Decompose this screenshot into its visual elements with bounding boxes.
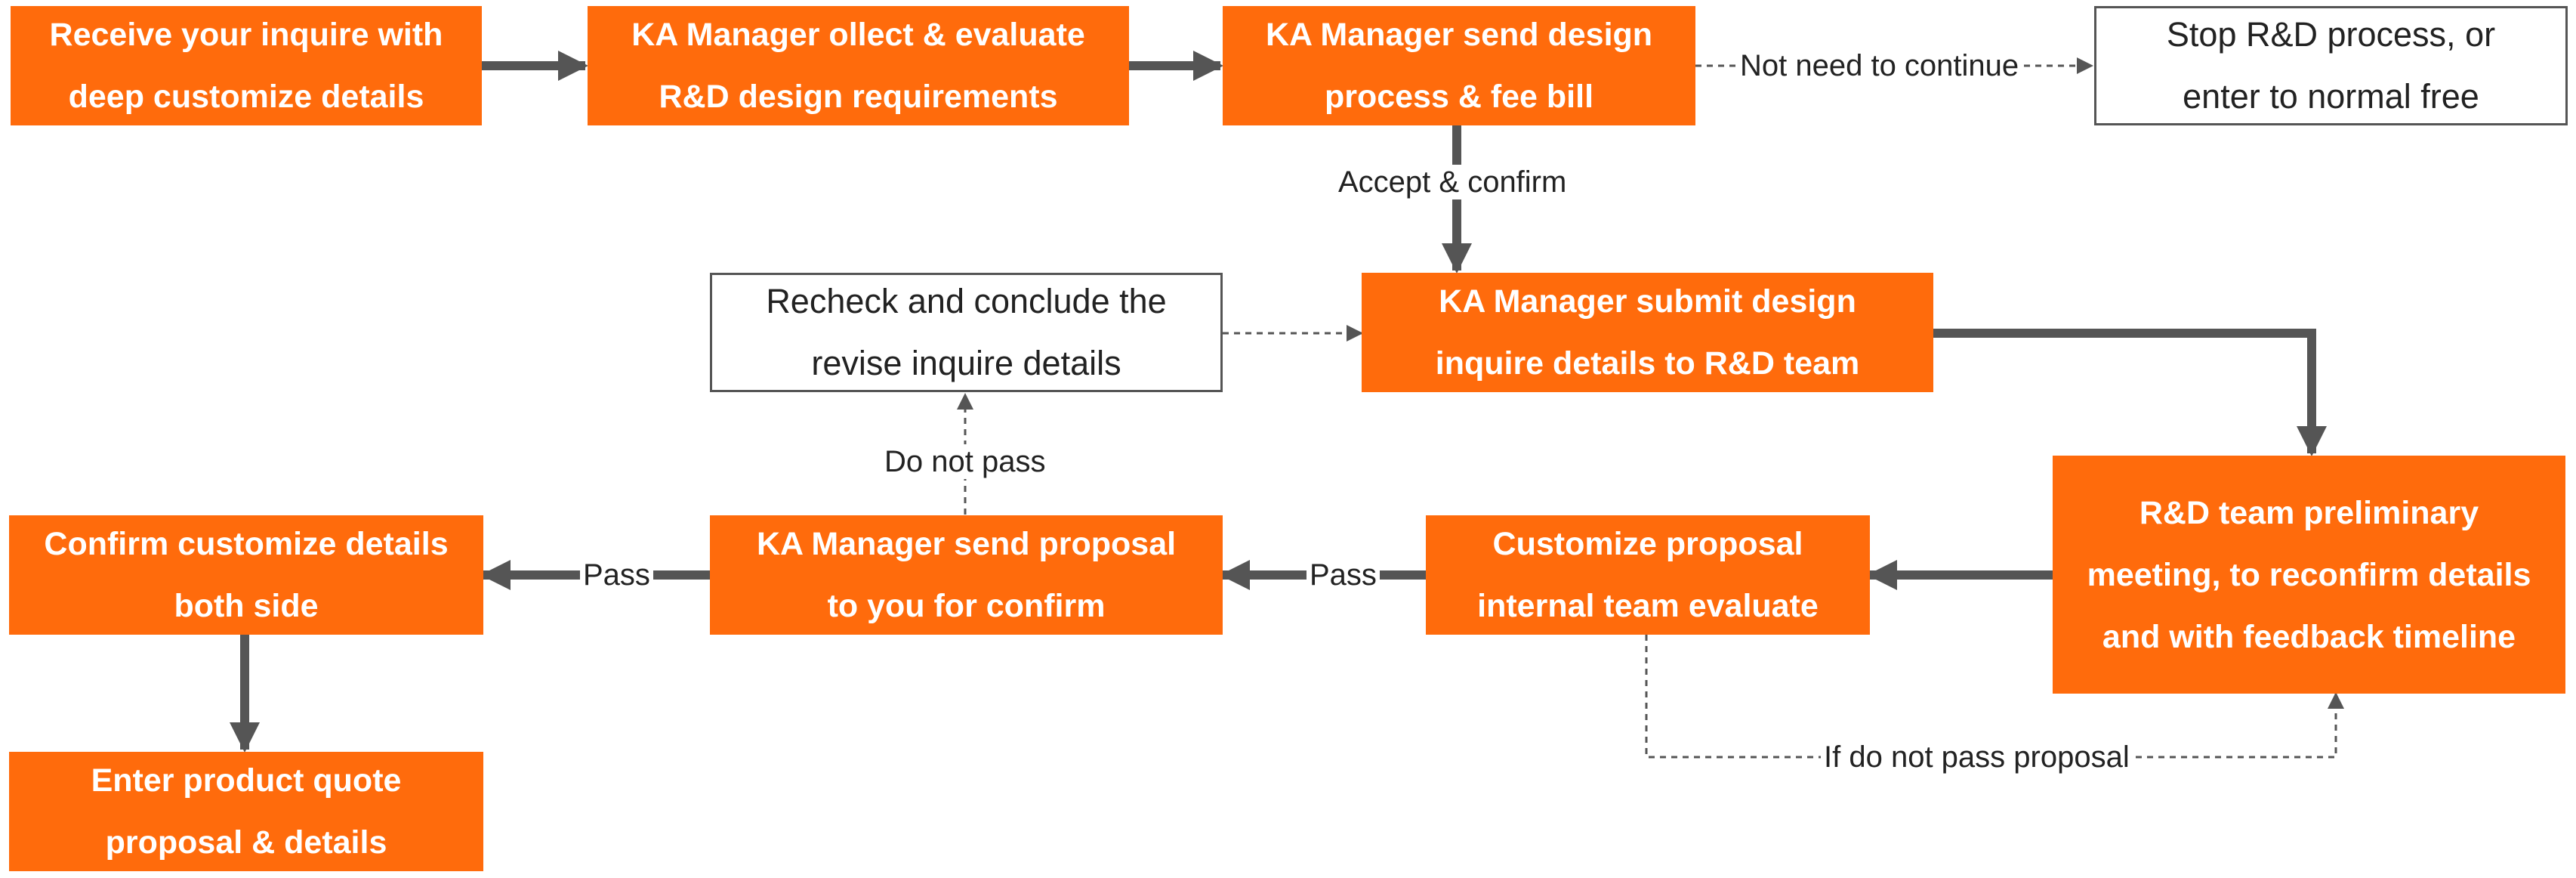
node-send-proposal-line-2: to you for confirm xyxy=(827,588,1106,624)
edge-label-pass-1: Pass xyxy=(1307,558,1380,592)
node-recheck-revise: Recheck and conclude the revise inquire … xyxy=(710,273,1223,392)
node-collect-evaluate: KA Manager ollect & evaluate R&D design … xyxy=(588,6,1129,125)
node-rd-meeting-line-3: and with feedback timeline xyxy=(2102,618,2516,655)
node-submit-design: KA Manager submit design inquire details… xyxy=(1362,273,1933,392)
edge-label-pass-2: Pass xyxy=(580,558,653,592)
node-customize-proposal-line-2: internal team evaluate xyxy=(1477,588,1819,624)
node-send-design-fee-line-2: process & fee bill xyxy=(1324,79,1594,115)
node-send-proposal-line-1: KA Manager send proposal xyxy=(756,526,1177,562)
node-rd-meeting-line-1: R&D team preliminary xyxy=(2139,494,2479,531)
node-send-design-fee-line-1: KA Manager send design xyxy=(1265,17,1653,53)
node-collect-evaluate-line-2: R&D design requirements xyxy=(659,79,1058,115)
node-stop-rd: Stop R&D process, or enter to normal fre… xyxy=(2094,6,2568,125)
node-confirm-details-line-2: both side xyxy=(174,588,319,624)
node-submit-design-line-2: inquire details to R&D team xyxy=(1435,345,1860,382)
node-receive-inquire-line-1: Receive your inquire with xyxy=(49,17,443,53)
node-rd-meeting-line-2: meeting, to reconfirm details xyxy=(2087,556,2531,593)
edge-label-accept-confirm: Accept & confirm xyxy=(1335,165,1570,199)
node-receive-inquire-line-2: deep customize details xyxy=(68,79,424,115)
node-enter-quote-line-2: proposal & details xyxy=(105,824,387,861)
node-stop-rd-line-1: Stop R&D process, or xyxy=(2166,15,2496,54)
node-send-design-fee: KA Manager send design process & fee bil… xyxy=(1223,6,1695,125)
node-confirm-details-line-1: Confirm customize details xyxy=(44,526,449,562)
edge-label-if-not-pass-proposal: If do not pass proposal xyxy=(1821,740,2133,774)
node-confirm-details: Confirm customize details both side xyxy=(9,515,483,635)
node-collect-evaluate-line-1: KA Manager ollect & evaluate xyxy=(631,17,1085,53)
node-enter-quote: Enter product quote proposal & details xyxy=(9,752,483,871)
node-receive-inquire: Receive your inquire with deep customize… xyxy=(11,6,482,125)
edge-submit-to-rd-meeting xyxy=(1933,329,2327,456)
edge-label-do-not-pass: Do not pass xyxy=(881,444,1049,479)
node-enter-quote-line-1: Enter product quote xyxy=(91,762,402,799)
node-send-proposal: KA Manager send proposal to you for conf… xyxy=(710,515,1223,635)
node-recheck-revise-line-2: revise inquire details xyxy=(811,344,1121,382)
node-customize-proposal: Customize proposal internal team evaluat… xyxy=(1426,515,1870,635)
node-recheck-revise-line-1: Recheck and conclude the xyxy=(766,282,1167,320)
node-stop-rd-line-2: enter to normal free xyxy=(2183,77,2479,116)
node-customize-proposal-line-1: Customize proposal xyxy=(1492,526,1803,562)
node-submit-design-line-1: KA Manager submit design xyxy=(1439,283,1856,320)
edge-label-not-need-continue: Not need to continue xyxy=(1737,48,2022,83)
node-rd-meeting: R&D team preliminary meeting, to reconfi… xyxy=(2053,456,2565,694)
